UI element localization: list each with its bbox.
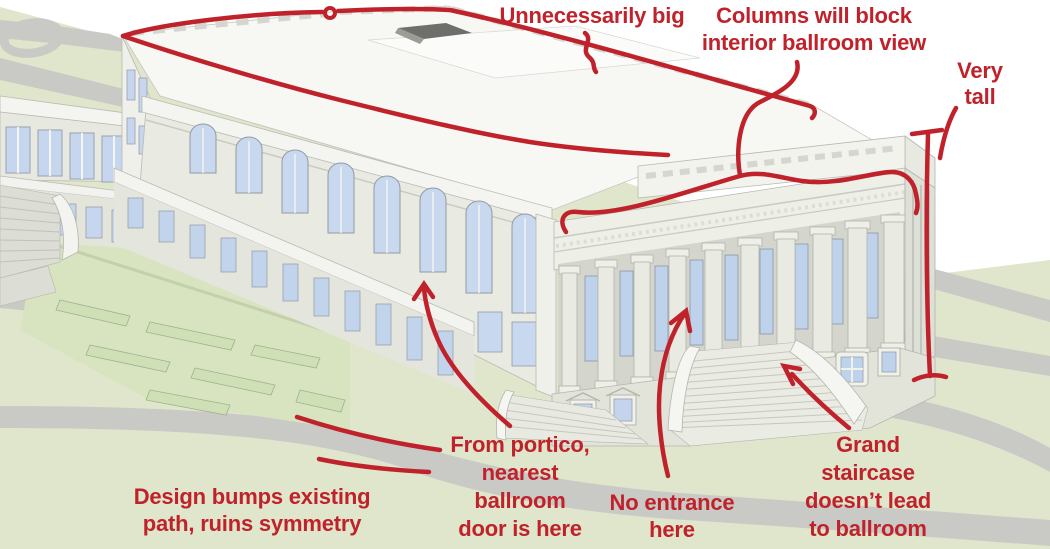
west-terrace-stair [0, 184, 79, 307]
from-portico-arrow [411, 279, 513, 429]
grand-staircase [667, 339, 869, 447]
arched-windows [189, 123, 539, 314]
annotation-no-entrance: No entrance here [609, 490, 735, 542]
path-highlight-upper [294, 414, 443, 453]
height-bracket-top [909, 127, 945, 137]
height-bracket-stem [924, 131, 933, 379]
annotation-from-portico: From portico, nearest ballroom door is h… [450, 432, 590, 541]
annotation-unnecessarily-big: Unnecessarily big [499, 3, 685, 28]
roof-lasso-far-edge-2 [335, 6, 817, 121]
height-bracket-bottom [911, 373, 949, 383]
grand-staircase-arrow [779, 362, 852, 431]
side-stair [496, 389, 649, 445]
annotation-lines [120, 6, 959, 479]
terrace-loggia [113, 167, 475, 394]
roof-vent [398, 23, 472, 39]
annotation-very-tall: Very tall [957, 58, 1003, 109]
colonnade-brace [560, 169, 920, 235]
unnecessarily-big-squiggle [582, 30, 599, 75]
annotation-design-bumps: Design bumps existing path, ruins symmet… [133, 484, 371, 536]
roof-lasso-near-edge [120, 33, 671, 158]
ballroom-windows [584, 232, 879, 362]
path-highlight-lower [316, 456, 432, 475]
annotation-grand-staircase: Grand staircase doesn’t lead to ballroom [805, 432, 931, 541]
columns-callout-line [736, 59, 800, 178]
annotation-columns-block: Columns will block interior ballroom vie… [701, 3, 927, 55]
lower-windows [477, 311, 537, 367]
portico-columns [556, 214, 910, 405]
lasso-loop [323, 6, 337, 20]
no-entrance-arrow [656, 306, 693, 479]
roof-lasso-far-edge [120, 9, 325, 39]
very-tall-curve [937, 105, 959, 161]
